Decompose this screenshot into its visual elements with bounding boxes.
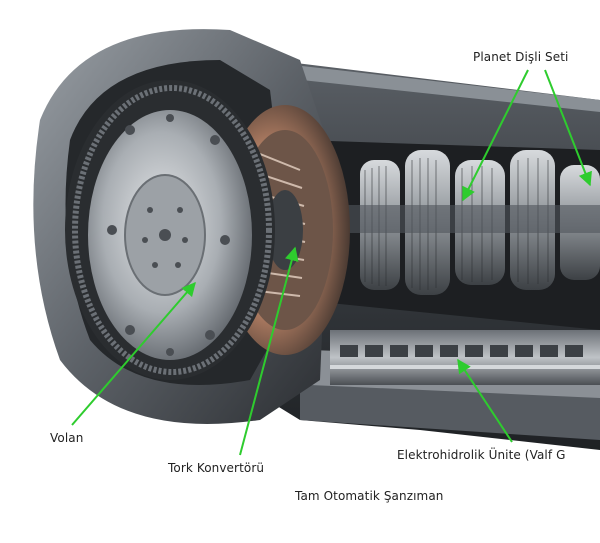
figure-caption: Tam Otomatik Şanzıman [295,489,444,503]
label-torque-converter: Tork Konvertörü [168,461,265,475]
arrow-volan [71,281,196,426]
label-flywheel: Volan [50,431,84,445]
arrow-tork [239,246,299,456]
label-planet-gear-set: Planet Dişli Seti [473,50,569,64]
pointer-arrows [71,69,592,456]
arrow-planet-2 [544,69,592,187]
planetary-gear-sets [330,150,600,295]
arrow-planet-1 [462,69,529,202]
valve-body [330,330,600,385]
label-electrohydraulic-unit: Elektrohidrolik Ünite (Valf G [397,448,566,462]
arrow-elektro [457,358,513,443]
flywheel [65,80,275,380]
